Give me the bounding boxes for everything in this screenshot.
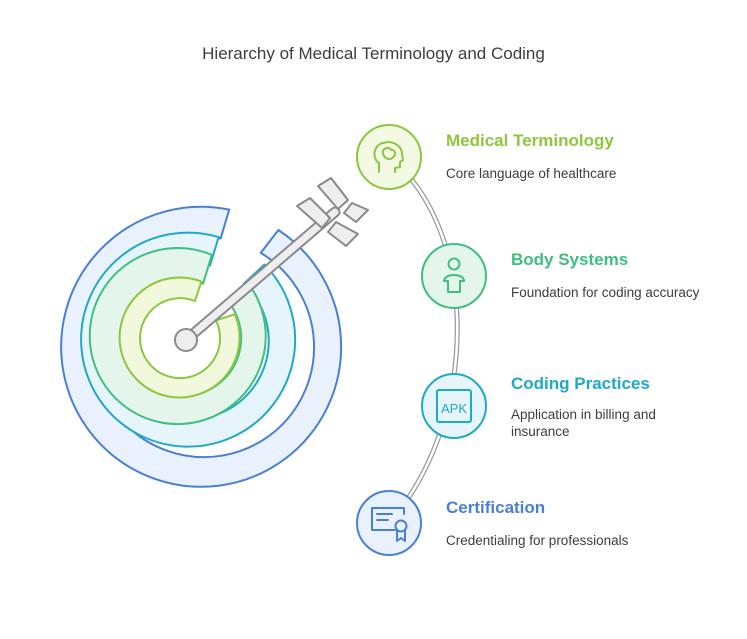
diagram-title: Hierarchy of Medical Terminology and Cod… xyxy=(202,44,545,63)
person-icon xyxy=(443,257,465,293)
certificate-icon xyxy=(371,507,408,542)
brain-head-icon xyxy=(373,141,404,173)
target-ring-1 xyxy=(60,205,343,488)
arrow-icon xyxy=(174,177,369,352)
item-title-medical-terminology: Medical Terminology xyxy=(446,131,614,150)
item-title-body-systems: Body Systems xyxy=(511,250,629,269)
node-coding-practices: APK xyxy=(421,373,487,439)
item-desc-coding-practices: Application in billing and insurance xyxy=(511,407,656,439)
item-desc-body-systems: Foundation for coding accuracy xyxy=(511,285,700,300)
node-body-systems xyxy=(421,243,487,309)
apk-code-icon: APK xyxy=(436,389,472,423)
connector-arc xyxy=(386,154,460,526)
item-desc-certification: Credentialing for professionals xyxy=(446,533,629,548)
item-desc-medical-terminology: Core language of healthcare xyxy=(446,166,617,181)
node-medical-terminology xyxy=(356,124,422,190)
item-title-certification: Certification xyxy=(446,498,546,517)
target-ring-4 xyxy=(118,276,241,399)
target-icon xyxy=(60,205,343,488)
item-title-coding-practices: Coding Practices xyxy=(511,374,650,393)
node-certification xyxy=(356,490,422,556)
svg-text:APK: APK xyxy=(441,401,467,416)
